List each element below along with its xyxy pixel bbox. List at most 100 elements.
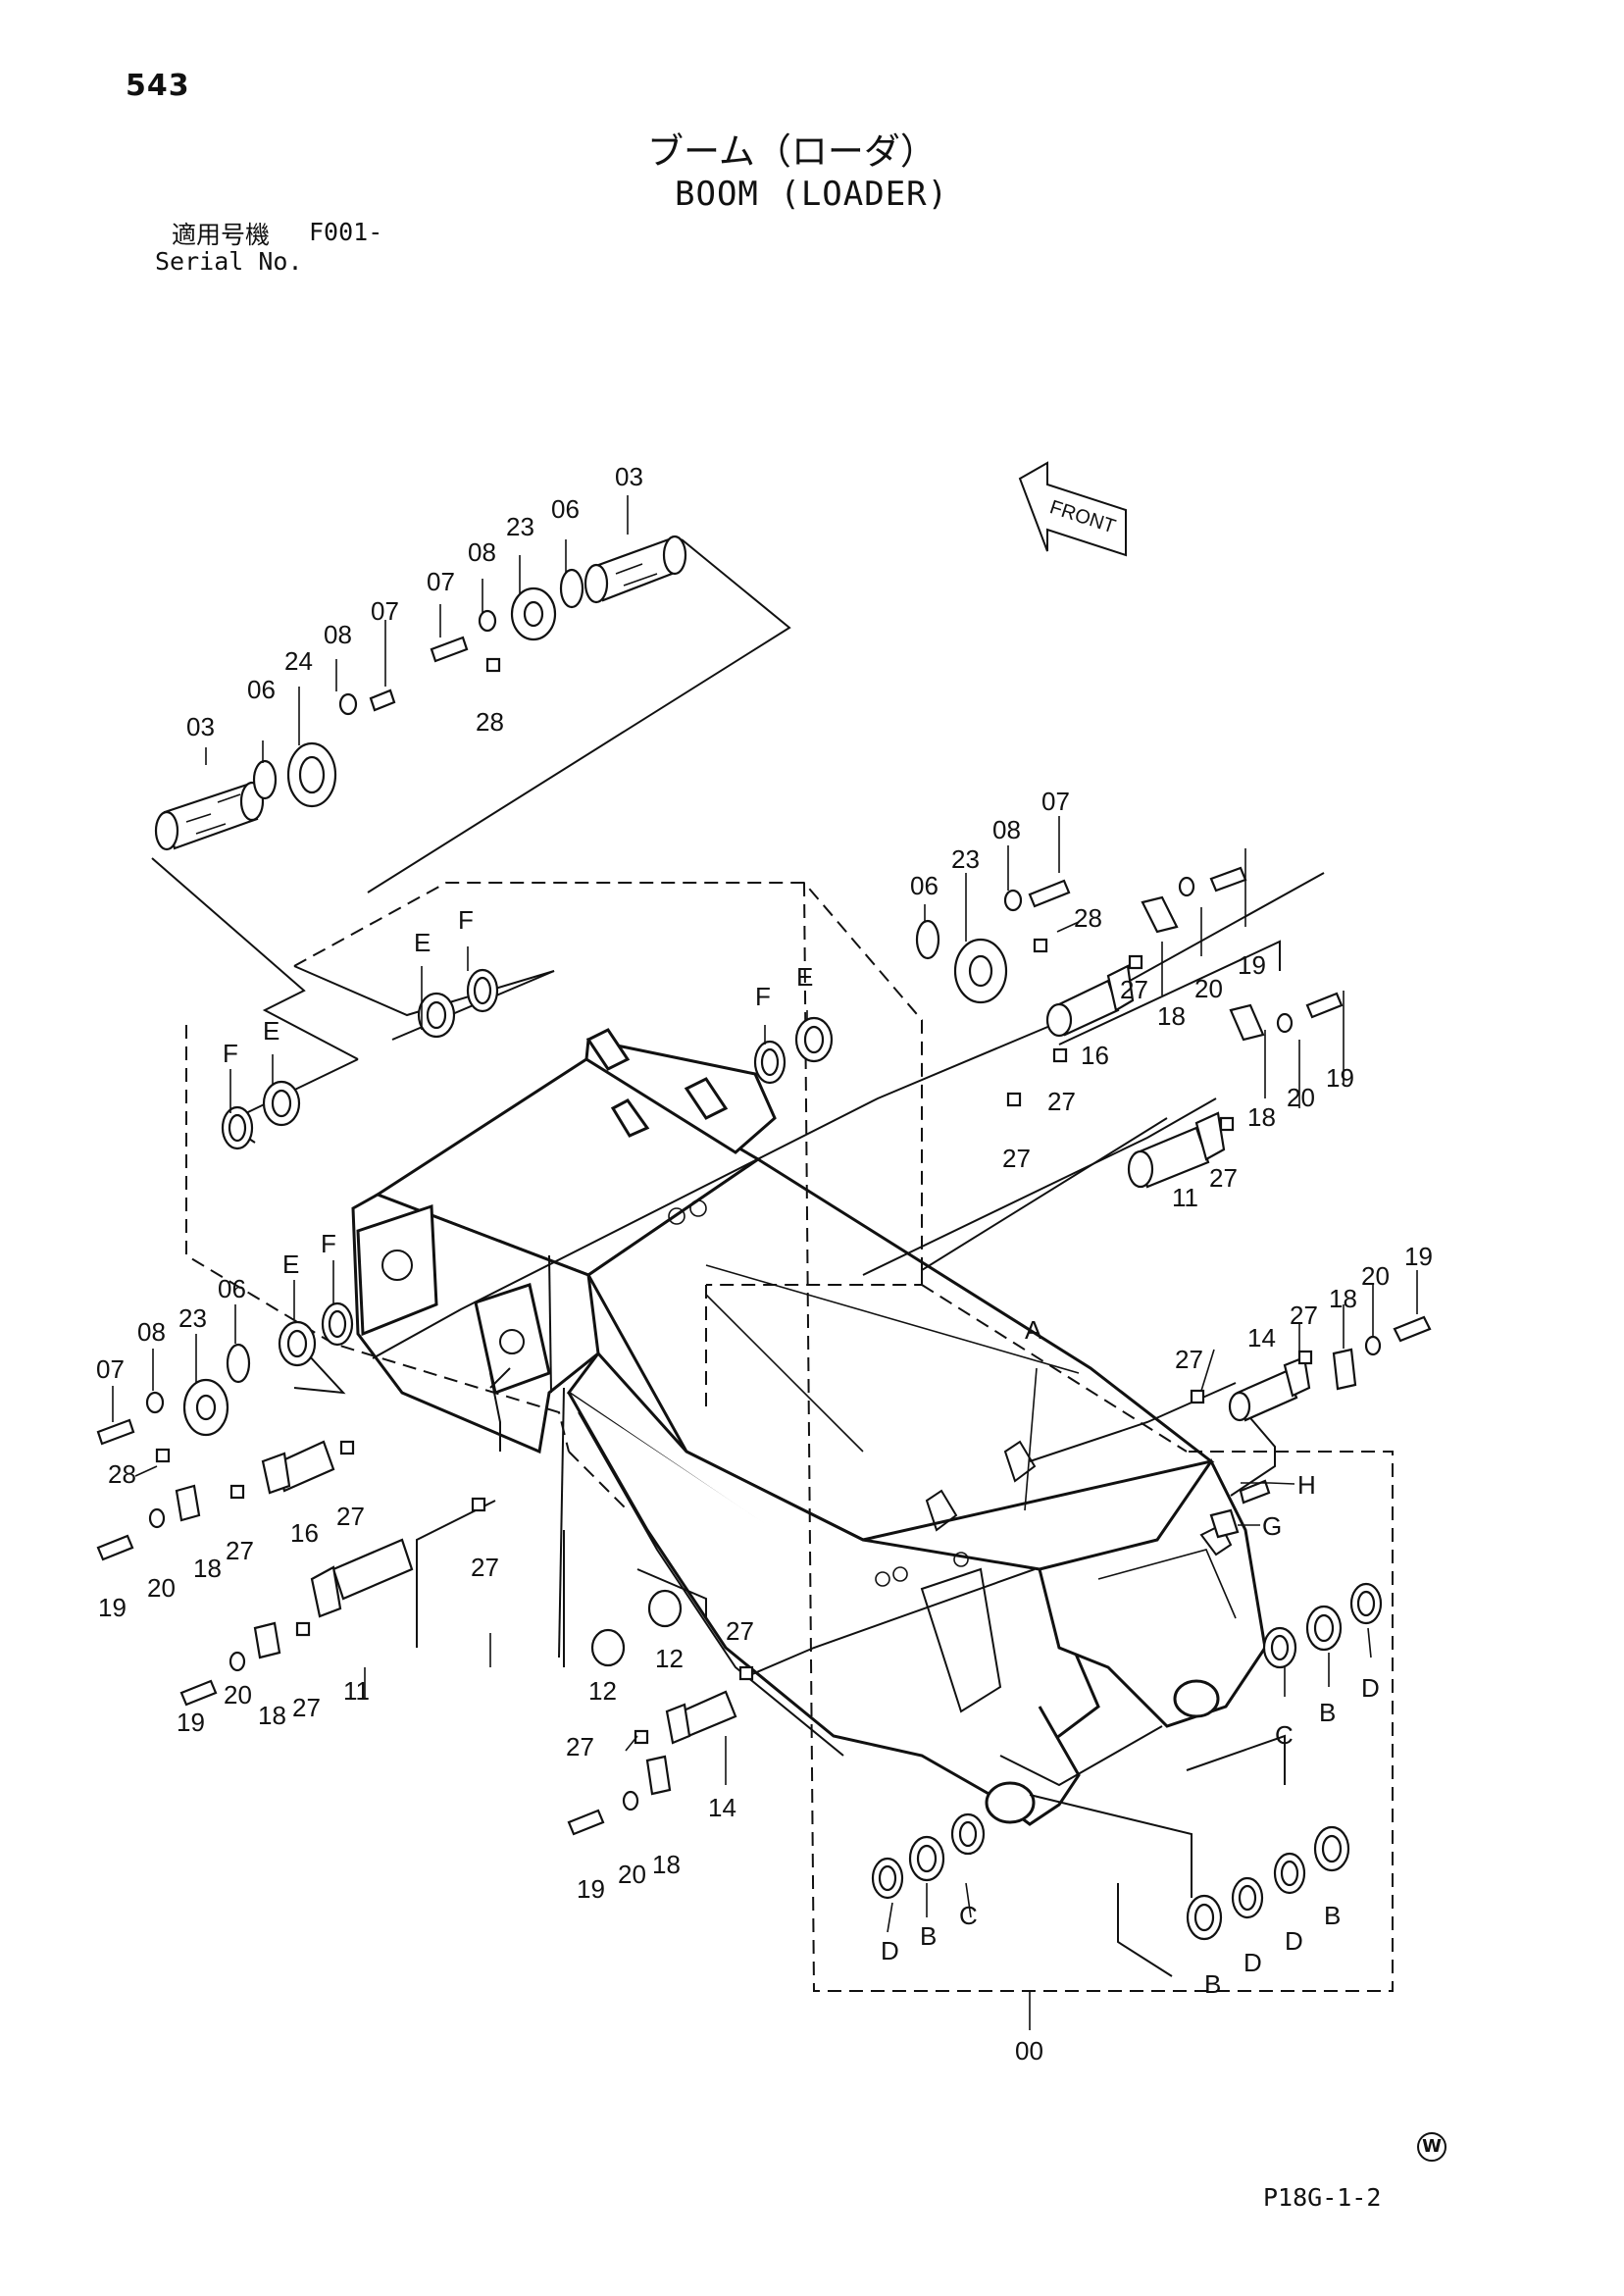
callout-27: 27 — [566, 1732, 594, 1761]
callout-20: 20 — [618, 1860, 646, 1889]
callout-20: 20 — [1287, 1083, 1315, 1112]
plate-24 — [286, 741, 337, 808]
plate-23-left — [182, 1378, 229, 1437]
callout-12: 12 — [588, 1676, 617, 1706]
callout-27: 27 — [1290, 1301, 1318, 1330]
callout-d: D — [1361, 1673, 1380, 1703]
callout-18: 18 — [193, 1554, 222, 1583]
washer-08-b — [478, 609, 497, 633]
pin-11-left — [310, 1538, 414, 1618]
callout-18: 18 — [652, 1850, 681, 1879]
title-japanese: ブーム（ローダ） — [647, 130, 937, 173]
callout-ticks — [112, 495, 1418, 2030]
pin-14-left — [665, 1690, 737, 1745]
callout-12: 12 — [655, 1644, 684, 1673]
pin-03-right — [584, 535, 687, 604]
callout-08: 08 — [324, 620, 352, 649]
callout-19: 19 — [1326, 1063, 1354, 1093]
callout-03: 03 — [615, 462, 643, 491]
callout-f: F — [458, 905, 474, 935]
callout-g: G — [1262, 1511, 1282, 1541]
watermark-badge: W — [1417, 2132, 1446, 2162]
pin-16-right — [1045, 964, 1135, 1038]
callout-b: B — [1324, 1901, 1341, 1930]
title-english: BOOM (LOADER) — [675, 175, 949, 214]
o-ring-06-c — [915, 919, 940, 960]
bolt-07-c — [1028, 879, 1071, 908]
callout-18: 18 — [1329, 1284, 1357, 1313]
callout-19: 19 — [98, 1593, 127, 1622]
o-ring-06-b — [559, 568, 584, 609]
callout-07: 07 — [1041, 787, 1070, 816]
callout-b: B — [1319, 1698, 1336, 1727]
bolt-07-a — [369, 689, 396, 712]
callout-c: C — [1275, 1720, 1294, 1750]
callout-d: D — [881, 1936, 899, 1965]
callout-18: 18 — [1157, 1001, 1186, 1031]
callout-27: 27 — [471, 1553, 499, 1582]
callout-27: 27 — [1175, 1345, 1203, 1374]
callout-24: 24 — [284, 646, 313, 676]
callout-11: 11 — [1172, 1183, 1198, 1212]
plate-23-top — [510, 587, 557, 641]
callout-20: 20 — [224, 1680, 252, 1709]
callout-27: 27 — [292, 1693, 321, 1722]
pin-16-left — [261, 1440, 335, 1495]
callout-27: 27 — [1047, 1087, 1076, 1116]
callout-e: E — [263, 1016, 279, 1046]
o-ring-06-a — [252, 759, 278, 800]
callout-a: A — [1025, 1315, 1042, 1345]
callout-f: F — [755, 982, 771, 1011]
callout-e: E — [282, 1250, 299, 1279]
callout-11: 11 — [343, 1676, 370, 1706]
callout-27: 27 — [1209, 1163, 1238, 1193]
callout-06: 06 — [910, 871, 939, 900]
drawing-code: P18G-1-2 — [1263, 2183, 1382, 2212]
callout-b: B — [920, 1921, 937, 1951]
callout-18: 18 — [258, 1701, 286, 1730]
serial-value: F001- — [309, 218, 383, 246]
callout-28: 28 — [108, 1459, 136, 1489]
washer-08-d — [145, 1391, 165, 1414]
callout-h: H — [1297, 1470, 1316, 1500]
plug-28-c — [155, 1448, 171, 1463]
callout-e: E — [796, 962, 813, 992]
pin-14-right — [1228, 1355, 1311, 1422]
callout-d: D — [1243, 1948, 1262, 1977]
callout-27: 27 — [726, 1616, 754, 1646]
callout-28: 28 — [1074, 903, 1102, 933]
callout-08: 08 — [468, 537, 496, 567]
callout-e: E — [414, 928, 431, 957]
plug-28-a — [485, 657, 501, 673]
callout-c: C — [959, 1901, 978, 1930]
bolt-h — [1239, 1479, 1271, 1505]
plate-g — [1209, 1508, 1240, 1539]
serial-label-english: Serial No. — [155, 247, 303, 276]
callout-18: 18 — [1247, 1102, 1276, 1132]
callout-f: F — [223, 1039, 238, 1068]
bolt-07-d — [96, 1418, 135, 1446]
plate-23-right — [953, 938, 1008, 1004]
bushing-12-b — [590, 1628, 626, 1667]
callout-06: 06 — [247, 675, 276, 704]
serial-label-japanese: 適用号機 — [172, 221, 271, 249]
callout-23: 23 — [178, 1303, 207, 1333]
callout-27: 27 — [1002, 1144, 1031, 1173]
callout-07: 07 — [96, 1354, 125, 1384]
callout-28: 28 — [476, 707, 504, 737]
callout-14: 14 — [1247, 1323, 1276, 1352]
plugs-27 — [229, 954, 1313, 1745]
callout-19: 19 — [1404, 1242, 1433, 1271]
boom-body — [351, 1028, 1267, 1826]
callout-27: 27 — [226, 1536, 254, 1565]
callout-d: D — [1285, 1926, 1303, 1956]
front-direction-arrow: FRONT — [1018, 461, 1127, 557]
callout-b: B — [1204, 1969, 1221, 1999]
assembly-leader-lines — [151, 538, 1325, 1977]
bolt-07-b — [430, 636, 469, 663]
callout-16: 16 — [1081, 1041, 1109, 1070]
callout-27: 27 — [1120, 975, 1148, 1004]
callout-27: 27 — [336, 1502, 365, 1531]
callout-08: 08 — [137, 1317, 166, 1347]
